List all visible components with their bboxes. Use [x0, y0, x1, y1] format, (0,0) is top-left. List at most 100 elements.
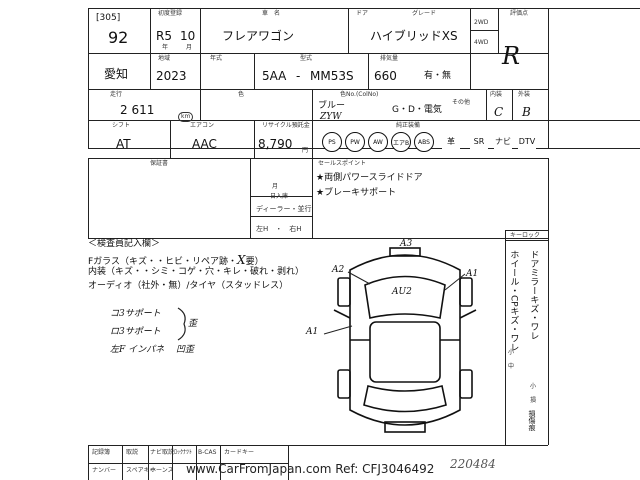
- mileage-label: 走行: [110, 91, 123, 98]
- side-small-1: 小: [508, 349, 515, 356]
- reg-month: 10: [180, 29, 196, 43]
- grade: ハイブリッドXS: [370, 29, 458, 43]
- footer-label-3: ナビ取説: [150, 449, 175, 456]
- glass-line: Fガラス（キズ・・ヒビ・リペア跡・X要）: [88, 253, 264, 267]
- footer-label-6: カードキー: [224, 449, 255, 456]
- option-aw: AW: [368, 132, 388, 152]
- mileage: 2 611: [120, 103, 155, 117]
- dealer: ディーラー・並行: [256, 205, 312, 213]
- color: ブルー: [318, 101, 346, 111]
- grid-line: [148, 445, 149, 480]
- grid-line: [312, 89, 313, 120]
- aircon: AAC: [192, 137, 217, 151]
- grid-line: [348, 8, 349, 53]
- option-ps: PS: [322, 132, 342, 152]
- grid-line: [512, 89, 513, 120]
- sales-point-label: セールスポイント: [318, 160, 367, 167]
- grid-line: [88, 158, 548, 159]
- option-airbag: エアB: [391, 132, 411, 152]
- mark-a3: A3: [400, 239, 413, 249]
- mark-au2: AU2: [392, 287, 412, 297]
- footer-row2-1: ナンバー: [92, 467, 117, 474]
- mark-a1-right: A1: [466, 269, 479, 279]
- car-name: フレアワゴン: [222, 29, 295, 43]
- side-panel-label: キーロック: [510, 232, 541, 239]
- grid-line: [548, 148, 640, 149]
- recycle-fee: 8,790: [258, 137, 293, 151]
- lot-number: 92: [108, 28, 129, 47]
- grid-line: [172, 445, 173, 480]
- grade-label: グレード: [412, 10, 437, 17]
- mark-a2: A2: [332, 265, 345, 275]
- grid-line: [88, 445, 548, 446]
- audio-line: オーディオ（社外・無）/タイヤ（スタッドレス）: [88, 281, 289, 291]
- first-reg-label: 初度登録: [158, 10, 183, 17]
- grid-line: [88, 158, 89, 238]
- equipment-label: 純正装備: [396, 122, 421, 129]
- side-small-4: 損: [530, 397, 537, 404]
- recycle-unit: 円: [302, 147, 309, 154]
- color-no-label: 色No.(ColNo): [340, 91, 379, 98]
- grid-line: [170, 120, 171, 158]
- fuel-options: G・D・電気: [392, 105, 442, 115]
- model-number: MM53S: [310, 69, 354, 83]
- inspector-title: ＜検査員記入欄＞: [88, 239, 161, 249]
- option-abs: ABS: [414, 132, 434, 152]
- interior-line: 内装（キズ・・シミ・コゲ・穴・キレ・破れ・剥れ）: [88, 267, 305, 277]
- option-leather: 革: [442, 132, 460, 150]
- year-sub-label: 年: [162, 44, 169, 51]
- color-label: 色: [238, 91, 245, 98]
- region: 愛知: [104, 67, 129, 81]
- shift-label: シフト: [112, 122, 131, 129]
- option-navi: ナビ: [494, 132, 512, 150]
- option-sunroof: SR: [470, 132, 488, 150]
- grid-line: [498, 8, 499, 53]
- grid-line: [88, 8, 89, 148]
- footer-label-4: ﾛｯｸﾅﾂﾄ: [174, 449, 193, 456]
- option-pw: PW: [345, 132, 365, 152]
- car-name-label: 車 名: [262, 10, 281, 17]
- grid-line: [288, 445, 289, 480]
- watermark: www.CarFromJapan.com Ref: CFJ3046492: [186, 462, 435, 476]
- grid-line: [88, 120, 548, 121]
- mark-a1-left: A1: [306, 327, 319, 337]
- warranty-label: 保証書: [150, 160, 169, 167]
- grid-line: [250, 158, 251, 238]
- fuel-other: その他: [452, 99, 471, 106]
- model-sep: -: [296, 69, 301, 83]
- model-year: 2023: [156, 69, 187, 83]
- grid-line: [150, 8, 151, 89]
- displacement-label: 排気量: [380, 55, 399, 62]
- footer-label-2: 取説: [126, 449, 139, 456]
- car-diagram: [333, 247, 477, 433]
- interior-label: 内装: [490, 91, 503, 98]
- grid-line: [505, 240, 548, 241]
- grid-line: [250, 196, 312, 197]
- bracket-mark: [177, 307, 186, 341]
- grid-line: [254, 53, 255, 89]
- lot-label: [305]: [96, 13, 121, 23]
- grid-line: [548, 120, 640, 121]
- side-text-right: ドアミラーキズ・ワレ: [528, 250, 539, 340]
- inspector-note-3: 左F インパネ: [110, 345, 165, 355]
- sales-point-2: ★ブレーキサポート: [316, 188, 397, 198]
- inspection: 有・無: [424, 71, 452, 81]
- grid-line: [200, 89, 201, 120]
- side-small-2: 中: [508, 363, 515, 370]
- displacement: 660: [374, 69, 397, 83]
- footer-label-1: 記録簿: [92, 449, 111, 456]
- model-label: 型式: [300, 55, 313, 62]
- grid-line: [254, 120, 255, 158]
- grid-line: [200, 8, 201, 89]
- grid-line: [312, 120, 313, 158]
- inspector-note-2: ロ3サポート: [110, 327, 161, 337]
- grid-line: [505, 230, 548, 231]
- door-label: ドア: [356, 10, 369, 17]
- grid-line: [88, 463, 288, 464]
- side-tail: 損傷痕: [528, 410, 537, 431]
- grid-line: [548, 8, 549, 148]
- shift: AT: [116, 137, 131, 151]
- grid-line: [88, 53, 548, 54]
- region-label: 地域: [158, 55, 171, 62]
